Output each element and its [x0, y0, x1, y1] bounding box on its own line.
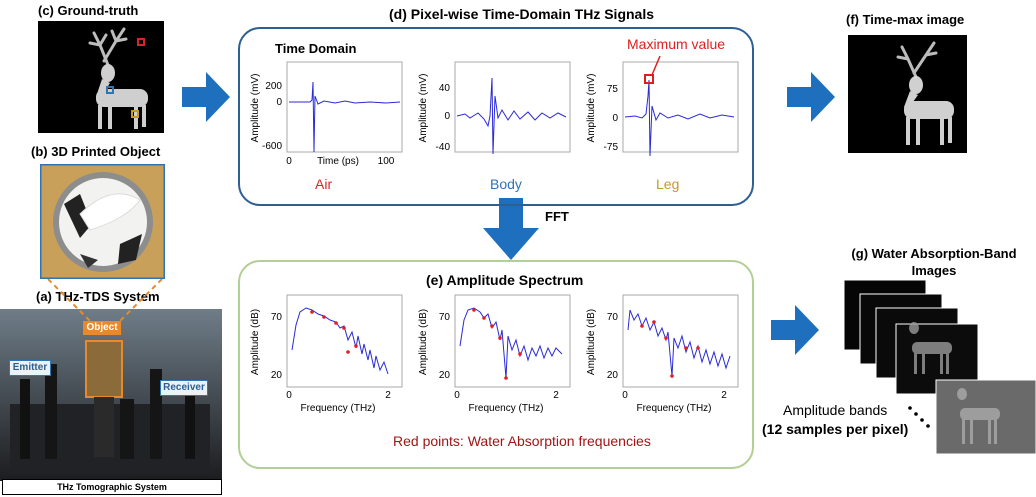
panel-c-title: (c) Ground-truth — [38, 3, 139, 18]
plot-name-air: Air — [315, 176, 333, 192]
xtick: 2 — [385, 390, 391, 401]
arrow-right-2 — [787, 72, 835, 122]
ylabel: Amplitude (dB) — [586, 309, 597, 375]
amplitude-bands-sub: (12 samples per pixel) — [762, 421, 909, 437]
ytick: -600 — [262, 141, 282, 152]
ytick: 70 — [607, 312, 619, 323]
panel-g-title-1: (g) Water Absorption-Band — [851, 246, 1017, 261]
xlabel: Frequency (THz) — [300, 403, 375, 414]
panel-a-title: (a) THz-TDS System — [36, 289, 160, 304]
ytick: 75 — [607, 84, 619, 95]
spectrum-plots: 70 20 0 2 Frequency (THz) Amplitude (dB)… — [250, 294, 739, 414]
air-marker — [137, 38, 145, 46]
time-domain-plots: 200 0 -600 0 100 Time (ps) Amplitude (mV… — [250, 56, 739, 167]
ytick: 200 — [265, 81, 282, 92]
ytick: 20 — [271, 370, 283, 381]
printed-object-photo — [40, 164, 165, 279]
fft-arrow-down — [483, 198, 539, 260]
ytick: 70 — [439, 312, 451, 323]
ytick: 40 — [439, 83, 451, 94]
xtick: 2 — [553, 390, 559, 401]
xlabel: Frequency (THz) — [636, 403, 711, 414]
spectrum-plot-1: 70 20 0 2 Frequency (THz) Amplitude (dB) — [250, 294, 403, 414]
xtick: 0 — [286, 156, 292, 167]
time-domain-header: Time Domain — [275, 41, 357, 56]
panel-d-title: (d) Pixel-wise Time-Domain THz Signals — [389, 6, 655, 22]
band-image-stack — [843, 280, 1036, 455]
panel-e-title: (e) Amplitude Spectrum — [426, 272, 584, 288]
thz-system-photo — [0, 309, 222, 481]
object-outline — [85, 340, 123, 398]
ylabel: Amplitude (dB) — [250, 309, 261, 375]
receiver-tag: Receiver — [160, 380, 208, 396]
xtick: 0 — [454, 390, 460, 401]
ytick: -40 — [436, 142, 451, 153]
arrow-right-3 — [771, 305, 819, 355]
max-marker — [644, 74, 654, 84]
water-absorption-note: Red points: Water Absorption frequencies — [393, 433, 651, 449]
plot-name-leg: Leg — [656, 176, 680, 192]
max-value-label: Maximum value — [627, 36, 726, 52]
emitter-tag: Emitter — [9, 360, 51, 376]
fft-label: FFT — [545, 209, 569, 224]
system-caption: THz Tomographic System — [2, 479, 222, 495]
object-tag: Object — [83, 321, 121, 335]
spectrum-box — [238, 260, 754, 469]
xtick: 0 — [286, 390, 292, 401]
xlabel: Time (ps) — [317, 156, 359, 167]
time-max-image — [848, 35, 967, 153]
body-marker — [106, 86, 114, 94]
connector-dashes — [47, 279, 163, 322]
arrow-right-1 — [182, 72, 230, 122]
time-domain-box — [238, 27, 754, 206]
panel-b-title: (b) 3D Printed Object — [31, 144, 161, 159]
xtick: 0 — [622, 390, 628, 401]
xlabel: Frequency (THz) — [468, 403, 543, 414]
ylabel: Amplitude (mV) — [418, 74, 429, 143]
leg-marker — [131, 110, 139, 118]
time-plot-air: 200 0 -600 0 100 Time (ps) Amplitude (mV… — [250, 61, 403, 167]
ytick: 20 — [607, 370, 619, 381]
ytick: -75 — [604, 142, 619, 153]
ytick: 0 — [444, 111, 450, 122]
time-plot-leg: 75 0 -75 Amplitude (mV) — [586, 56, 739, 157]
xtick: 2 — [721, 390, 727, 401]
ground-truth-image — [38, 21, 164, 133]
xtick: 100 — [378, 156, 395, 167]
plot-name-body: Body — [490, 176, 522, 192]
ytick: 20 — [439, 370, 451, 381]
ytick: 0 — [276, 97, 282, 108]
time-plot-body: 40 0 -40 Amplitude (mV) — [418, 61, 571, 155]
amplitude-bands-label: Amplitude bands — [783, 402, 888, 418]
spectrum-plot-3: 70 20 0 2 Frequency (THz) Amplitude (dB) — [586, 294, 739, 414]
ytick: 0 — [612, 113, 618, 124]
ylabel: Amplitude (dB) — [418, 309, 429, 375]
ytick: 70 — [271, 312, 283, 323]
panel-f-title: (f) Time-max image — [846, 12, 965, 27]
spectrum-plot-2: 70 20 0 2 Frequency (THz) Amplitude (dB) — [418, 294, 571, 414]
ylabel: Amplitude (mV) — [586, 74, 597, 143]
panel-g-title-2: Images — [911, 263, 957, 278]
ylabel: Amplitude (mV) — [250, 74, 261, 143]
